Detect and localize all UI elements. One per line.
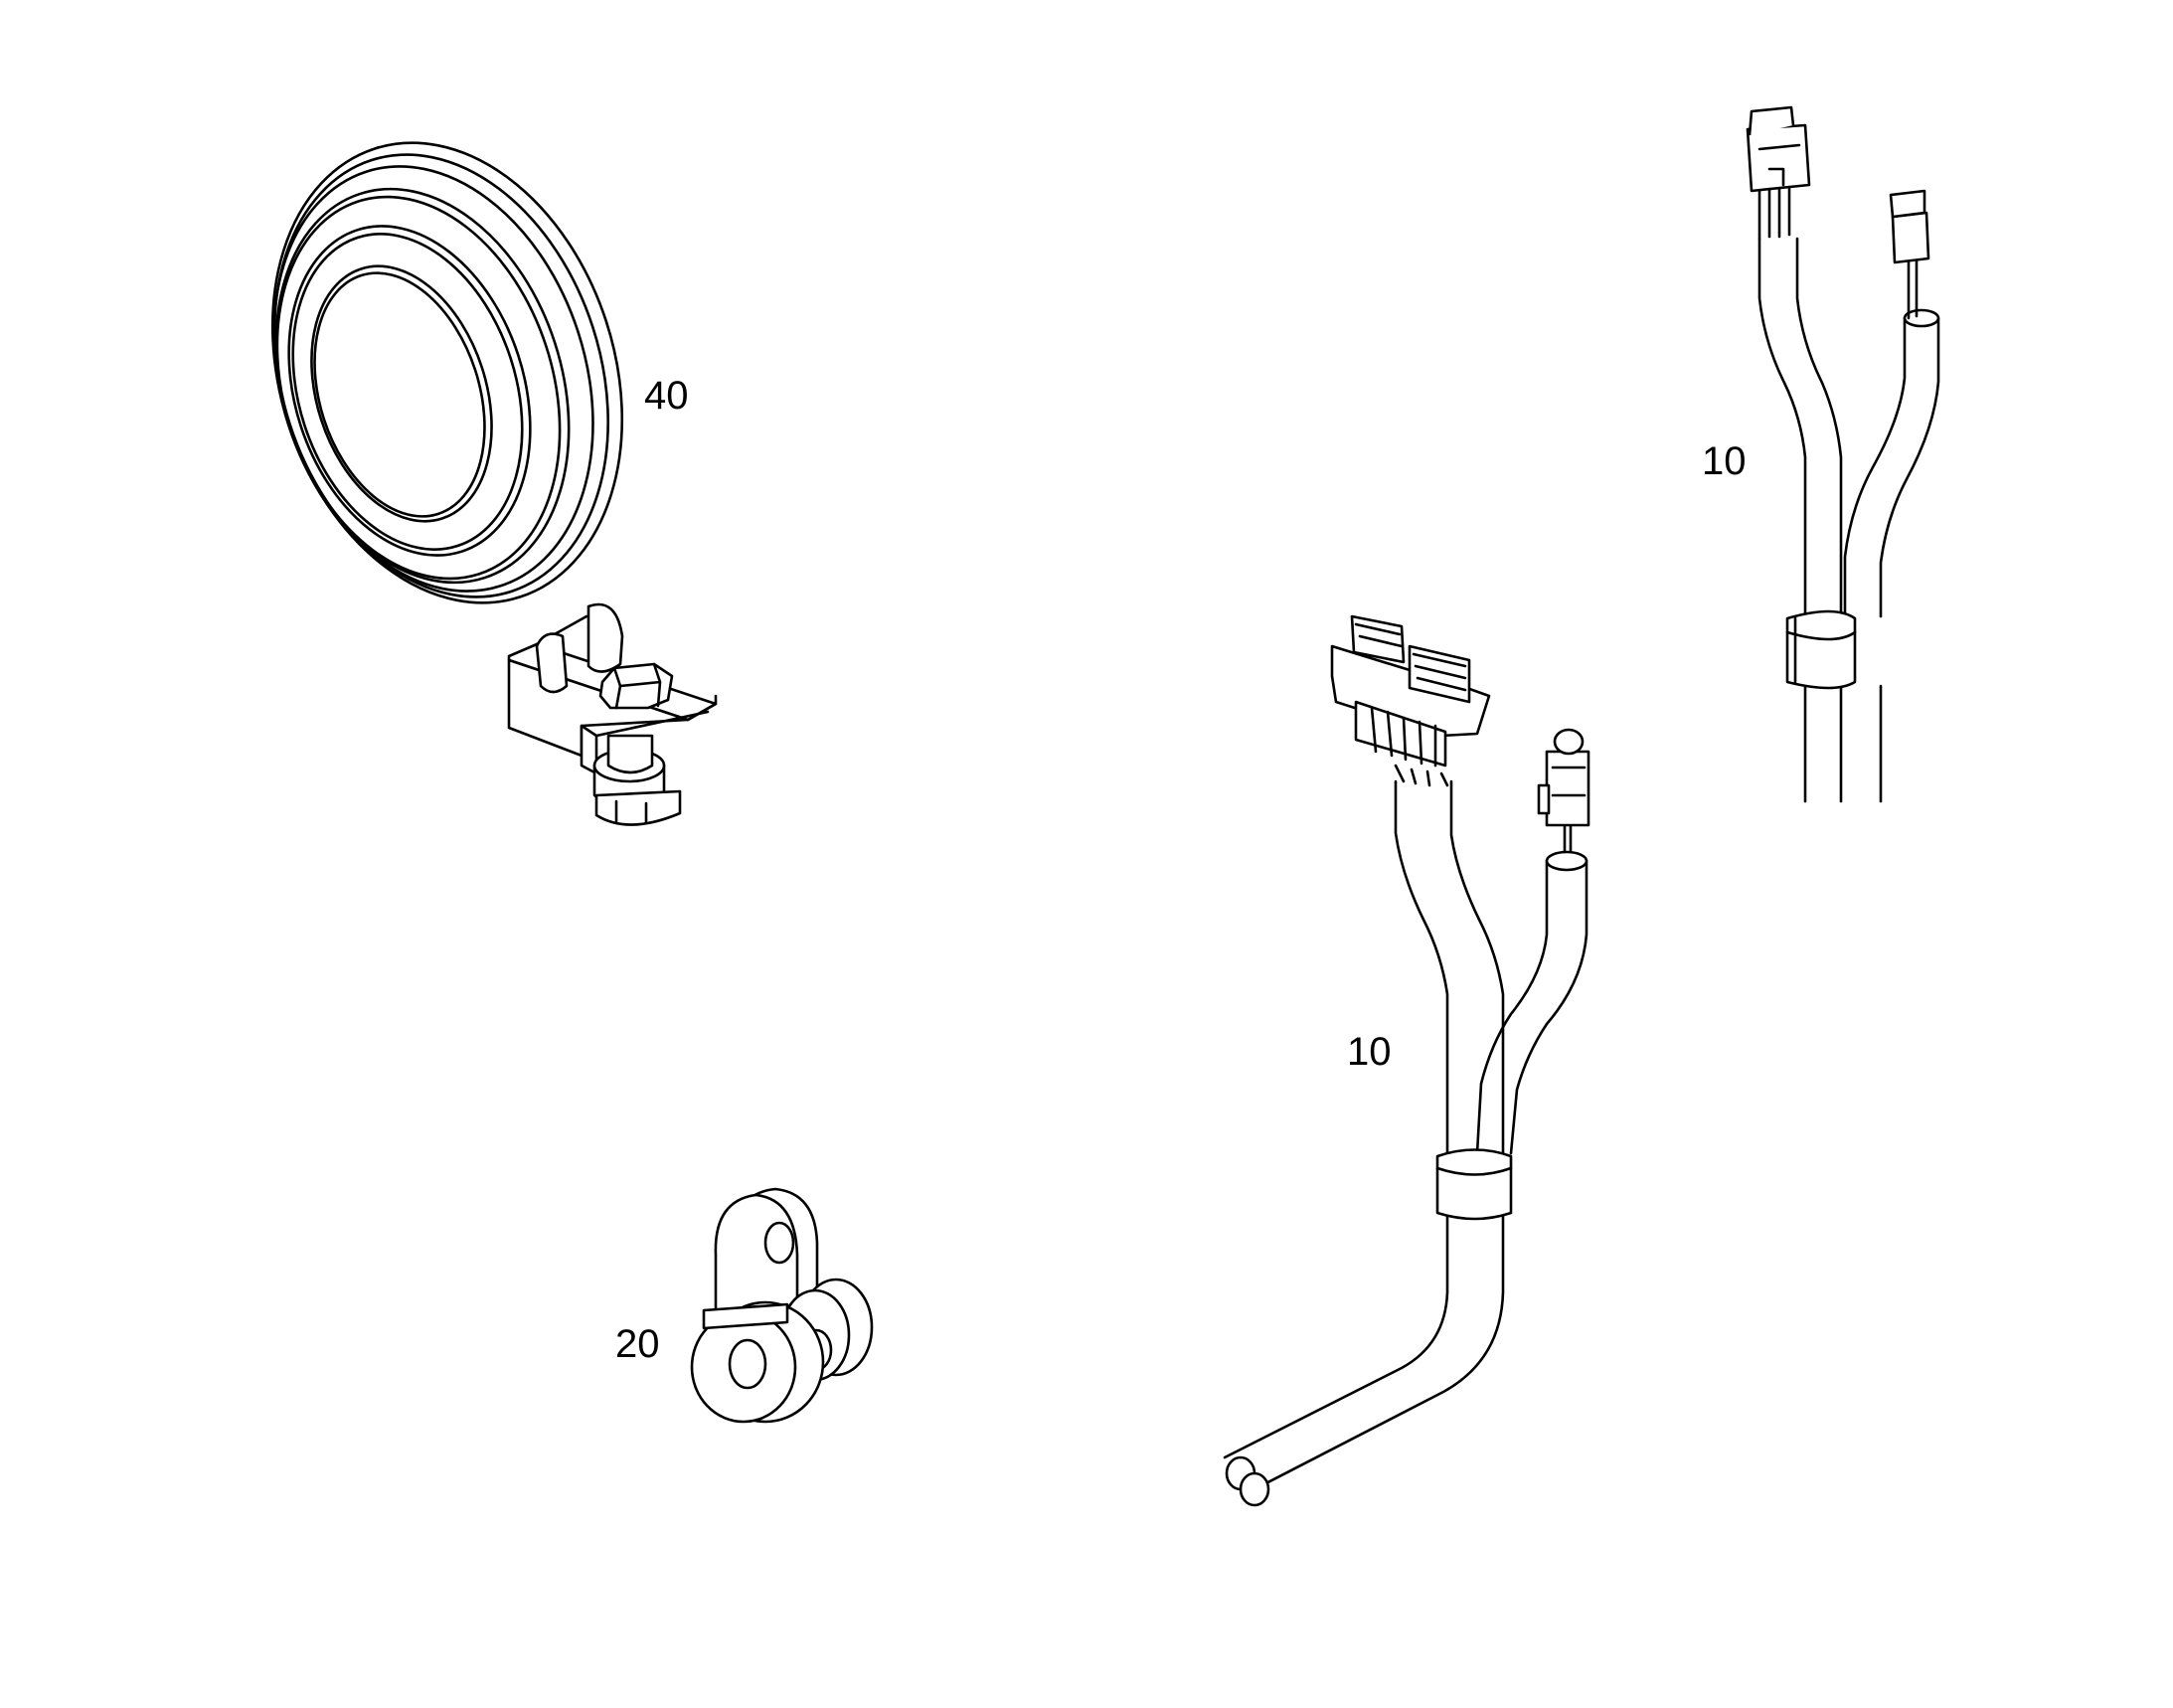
clamp-illustration: [690, 1187, 874, 1424]
harness-main-illustration: [1223, 614, 1590, 1507]
callout-clamp: 20: [615, 1322, 660, 1366]
callout-lamp: 40: [644, 374, 689, 418]
lamp-illustration: [270, 141, 718, 826]
lamp-body: [270, 141, 624, 604]
harness-main-connector: [1330, 614, 1491, 787]
callout-harness-main: 10: [1347, 1030, 1392, 1074]
lamp-mounting-nut: [535, 602, 682, 826]
callout-harness-upper: 10: [1702, 439, 1747, 483]
harness-upper-illustration: [1746, 105, 1940, 803]
